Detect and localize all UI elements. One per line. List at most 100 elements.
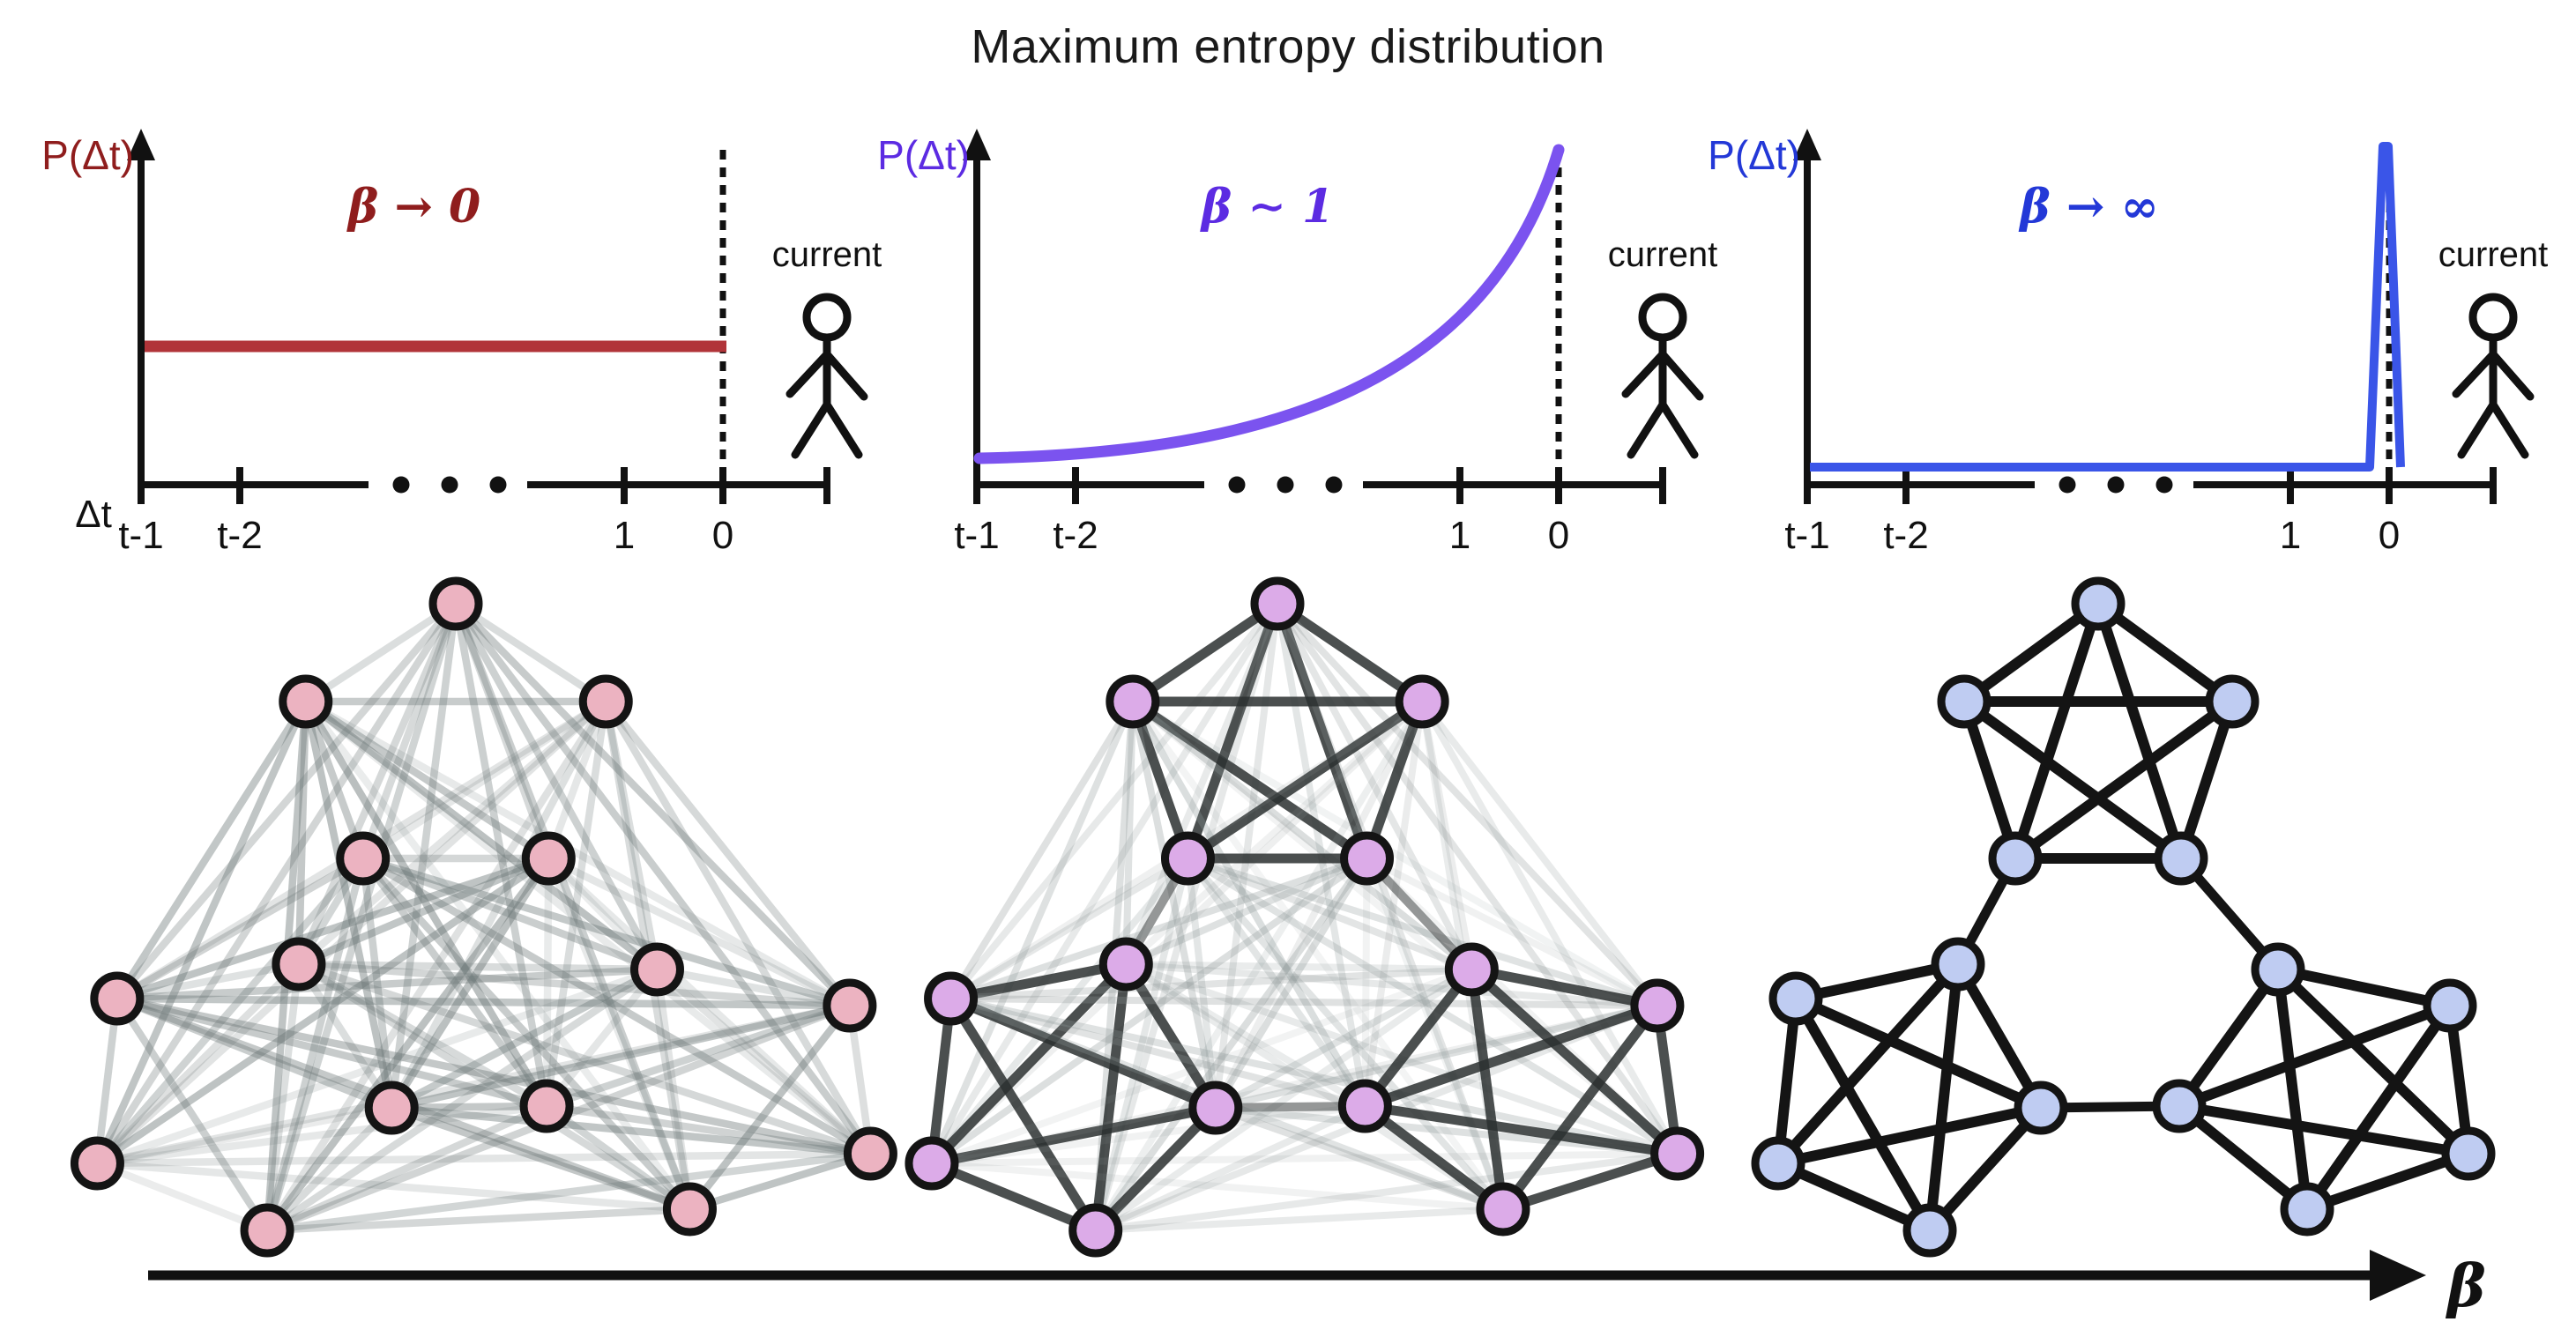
current-stick-figure xyxy=(2452,293,2535,459)
network-edge xyxy=(1274,602,1475,971)
network-edge xyxy=(96,1102,547,1168)
network-node xyxy=(364,1081,419,1135)
network-edge xyxy=(1185,856,1368,1109)
network-edge xyxy=(93,601,459,1166)
network-edge xyxy=(359,858,396,1109)
network-edge xyxy=(452,601,874,1156)
network-edge xyxy=(1095,1206,1504,1234)
network-edge xyxy=(452,601,852,1008)
network-node xyxy=(905,1136,959,1191)
network-edge xyxy=(1129,699,1507,1212)
network-edge xyxy=(265,1103,548,1234)
network-edge xyxy=(1959,700,2021,860)
stick-figure-left-leg xyxy=(2457,400,2498,459)
current-stick-figure xyxy=(1621,293,1704,459)
beta-regime-label: β → 0 xyxy=(346,180,481,234)
network-edge xyxy=(1418,700,1681,1155)
network-edge xyxy=(95,1160,269,1234)
network-edge xyxy=(1122,602,1281,966)
tick-label-t2: t-2 xyxy=(217,514,262,557)
network-edge xyxy=(296,698,609,968)
network-edge xyxy=(1361,701,1426,1107)
network-edge xyxy=(361,855,873,1157)
stick-figure-left-arm xyxy=(785,350,831,398)
network-edge xyxy=(1362,1102,1507,1214)
stick-figure-left-arm xyxy=(1621,350,1667,398)
stick-figure-right-arm xyxy=(823,350,868,401)
network-beta-1 xyxy=(905,576,1705,1258)
network-edge xyxy=(2178,1101,2469,1159)
network-edge xyxy=(116,994,850,1010)
beta-axis: β xyxy=(148,1250,2486,1320)
network-node xyxy=(1630,978,1685,1033)
stick-figure-left-leg xyxy=(1627,400,1667,459)
network-edge xyxy=(452,602,553,860)
network-edge xyxy=(94,856,366,1166)
network-edge xyxy=(2095,599,2236,706)
network-node xyxy=(240,1203,294,1258)
network-edge xyxy=(949,995,1679,1157)
axis-ellipsis-dot xyxy=(2107,476,2125,494)
network-edge xyxy=(360,856,693,1212)
y-axis-label: P(Δt) xyxy=(41,132,134,178)
network-edge xyxy=(1272,602,1372,860)
network-edge xyxy=(294,701,310,965)
network-edge xyxy=(1093,966,1474,1234)
network-node xyxy=(2014,1081,2068,1135)
network-beta-2 xyxy=(1751,576,2496,1258)
network-edge xyxy=(391,1103,871,1158)
network-edge xyxy=(1129,697,1370,863)
network-edge xyxy=(545,857,694,1211)
network-edge xyxy=(950,966,1472,1002)
network-edge xyxy=(115,994,548,1110)
network-edge xyxy=(931,1150,1678,1167)
network-edge xyxy=(452,602,694,1211)
network-edge xyxy=(1363,1000,1659,1111)
network-edge xyxy=(602,701,661,970)
network-node xyxy=(1068,1203,1123,1258)
network-edge xyxy=(1126,961,1472,973)
network-edge xyxy=(1187,855,1473,973)
network-edge xyxy=(297,960,872,1158)
network-edge xyxy=(361,698,608,862)
network-edge xyxy=(264,966,659,1234)
network-node xyxy=(843,1126,897,1181)
current-label: current xyxy=(1608,235,1718,274)
network-edge xyxy=(1953,962,2046,1110)
network-edge xyxy=(949,959,1128,1004)
network-edge xyxy=(114,601,459,1001)
network-edge xyxy=(296,961,692,1213)
network-edge xyxy=(96,1103,392,1168)
network-node xyxy=(823,978,877,1033)
network-edge xyxy=(96,965,659,1168)
beta-axis-label: β xyxy=(2445,1251,2486,1320)
stick-figure-left-leg xyxy=(791,400,831,459)
network-node xyxy=(336,831,391,886)
network-edge xyxy=(302,699,550,1109)
network-edge xyxy=(1130,698,1659,1009)
stick-figure-head xyxy=(802,293,852,342)
network-node xyxy=(279,674,333,729)
network-edge xyxy=(1212,700,1426,1110)
network-edge xyxy=(264,699,609,1233)
network-edge xyxy=(546,1102,872,1158)
network-node xyxy=(2280,1182,2334,1237)
panel-beta-2: P(Δt) β → ∞ current t-1 t-2 1 0 xyxy=(1708,129,2548,1258)
network-edge xyxy=(928,856,1191,1166)
network-edge xyxy=(114,699,309,1001)
network-node xyxy=(1751,1136,1805,1191)
current-stick-figure xyxy=(785,293,868,459)
network-edge xyxy=(1185,697,1426,863)
network-edge xyxy=(1128,700,1193,860)
network-edge xyxy=(116,960,300,1003)
network-edge xyxy=(656,965,851,1010)
network-node xyxy=(521,831,576,886)
exponential-distribution-curve xyxy=(973,144,1565,464)
network-edge xyxy=(1363,857,1507,1211)
network-edge xyxy=(543,967,660,1109)
network-edge xyxy=(545,700,610,860)
network-edge xyxy=(542,701,610,1107)
y-axis-label: P(Δt) xyxy=(877,132,970,178)
network-edge xyxy=(1776,1103,2043,1169)
